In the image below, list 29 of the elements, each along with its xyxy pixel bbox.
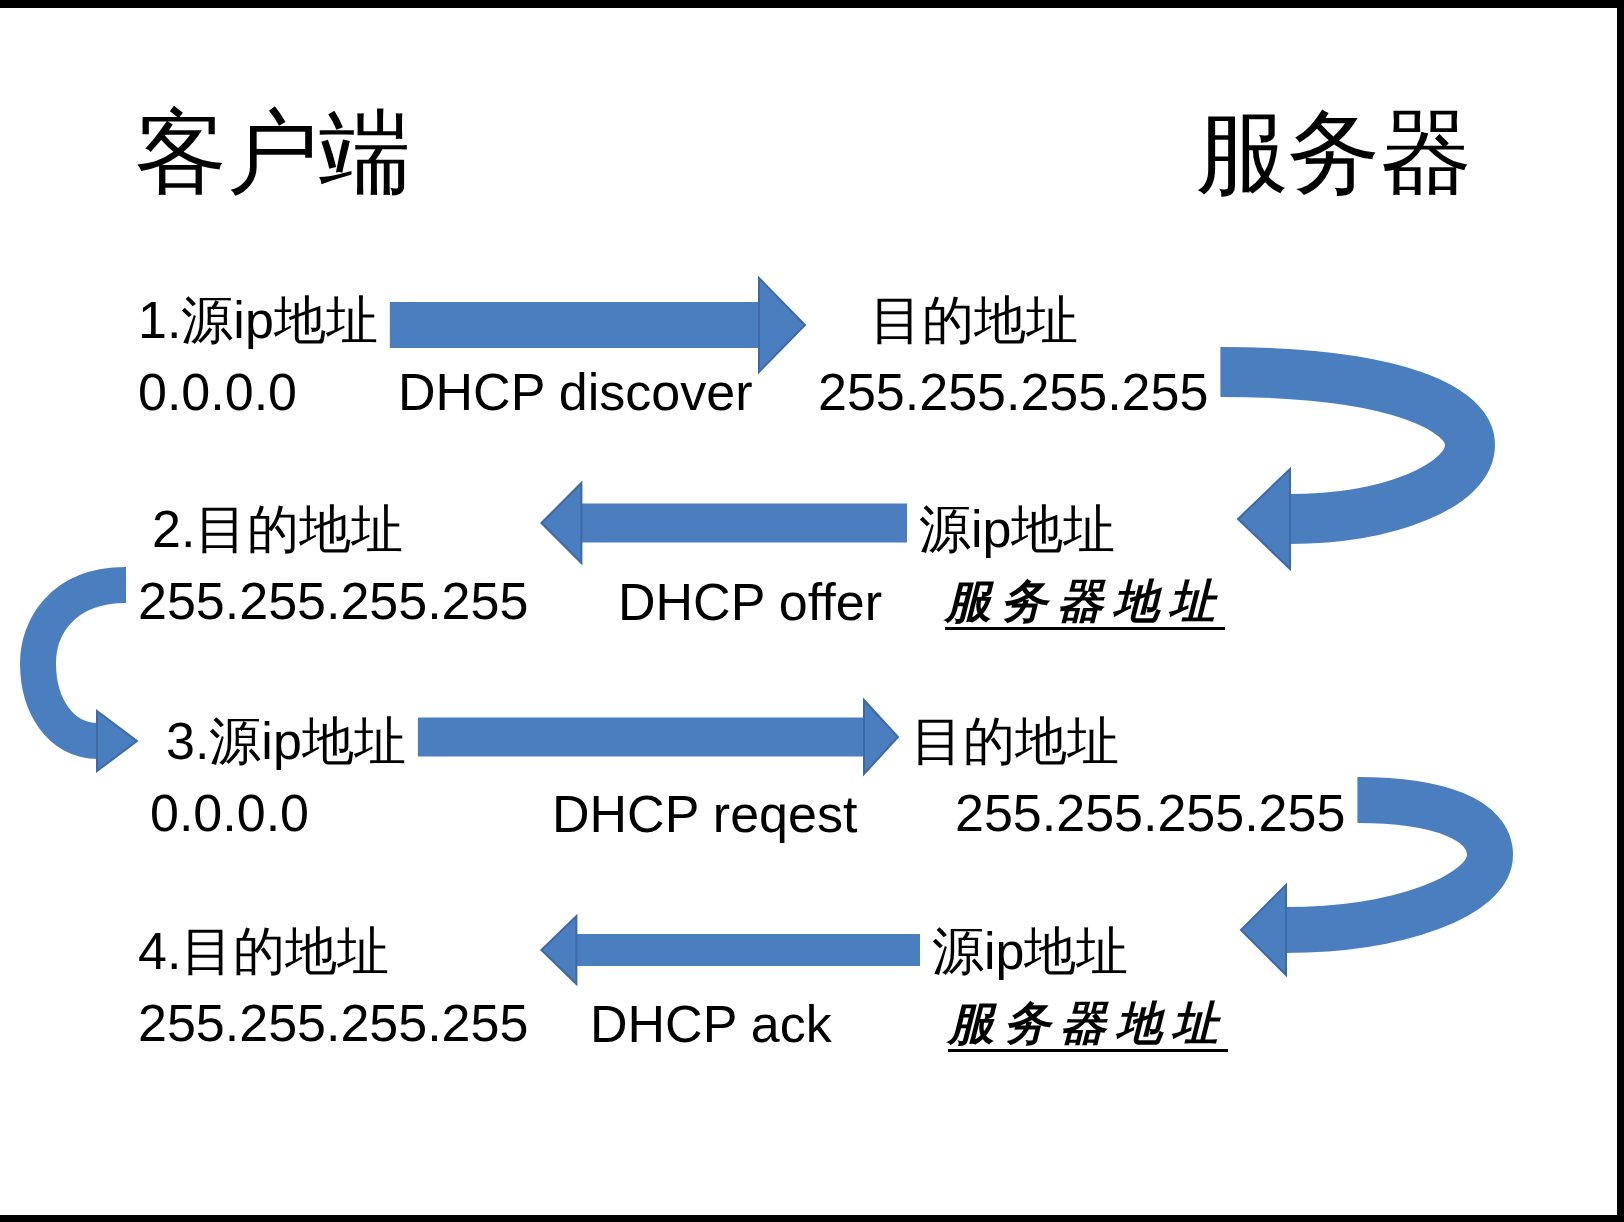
ip-address-text: 255.255.255.255 xyxy=(138,571,529,632)
block-arrow xyxy=(417,699,899,775)
address-heading: 3.源ip地址 xyxy=(166,711,406,772)
column-heading: 客户端 xyxy=(135,98,411,208)
address-heading: 源ip地址 xyxy=(932,921,1129,982)
edge-label: DHCP reqest xyxy=(552,784,858,845)
ip-address-text: 255.255.255.255 xyxy=(138,993,529,1054)
handwritten-address-text: 服务器地址 xyxy=(948,995,1228,1052)
address-heading: 2.目的地址 xyxy=(152,499,404,560)
ip-address-text: 0.0.0.0 xyxy=(150,783,310,844)
curved-arrow xyxy=(20,567,138,772)
address-heading: 目的地址 xyxy=(911,711,1119,772)
ip-address-text: 0.0.0.0 xyxy=(138,362,298,423)
edge-label: DHCP discover xyxy=(398,362,753,423)
block-arrow xyxy=(389,277,806,373)
ip-address-text: 255.255.255.255 xyxy=(818,362,1209,423)
edge-label: DHCP offer xyxy=(618,572,882,633)
address-heading: 4.目的地址 xyxy=(138,921,390,982)
curved-arrow xyxy=(1240,777,1513,976)
address-heading: 目的地址 xyxy=(870,290,1078,351)
address-heading: 源ip地址 xyxy=(919,499,1116,560)
block-arrow xyxy=(540,482,907,564)
edge-label: DHCP ack xyxy=(590,994,832,1055)
handwritten-address-text: 服务器地址 xyxy=(945,573,1225,630)
ip-address-text: 255.255.255.255 xyxy=(955,783,1346,844)
curved-arrow xyxy=(1219,347,1495,570)
column-heading: 服务器 xyxy=(1196,98,1472,208)
address-heading: 1.源ip地址 xyxy=(138,290,378,351)
block-arrow xyxy=(540,915,920,985)
